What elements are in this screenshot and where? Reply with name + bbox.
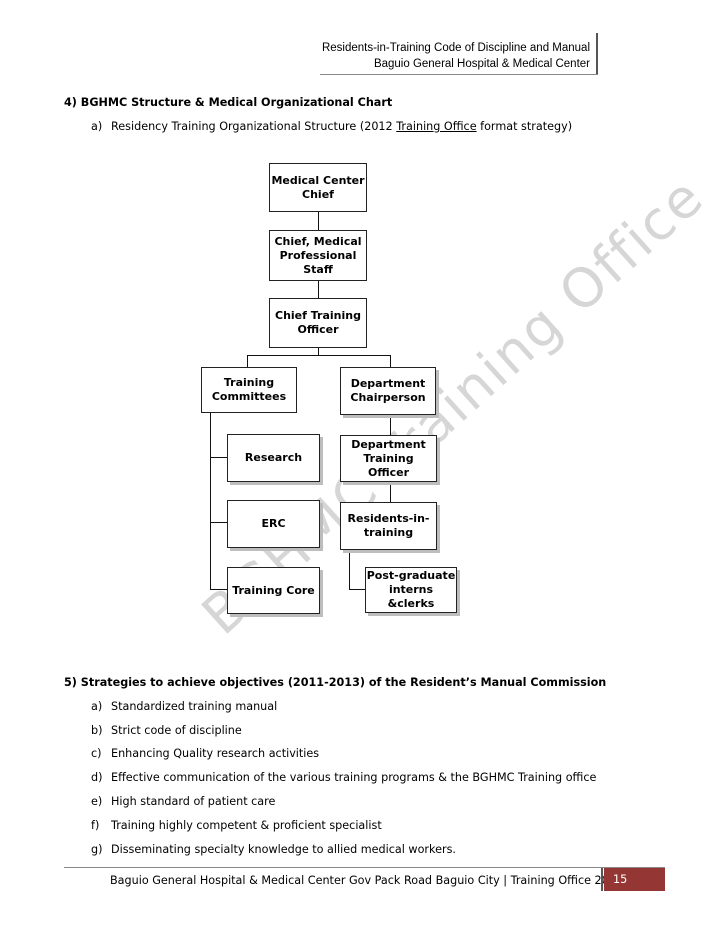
connector-line [210, 457, 227, 458]
connector-line [210, 413, 211, 590]
item-marker: d) [91, 771, 103, 784]
item-marker: c) [91, 747, 102, 760]
list-item: g) Disseminating specialty knowledge to a… [91, 843, 456, 856]
item-text: Strict code of discipline [111, 724, 242, 737]
item-marker: b) [91, 724, 103, 737]
list-item: a) Standardized training manual [91, 700, 277, 713]
box-chief-training-officer: Chief Training Officer [269, 298, 367, 348]
box-erc: ERC [227, 500, 320, 548]
item-marker: g) [91, 843, 103, 856]
list-item: f) Training highly competent & proficient… [91, 819, 382, 832]
header-title: Residents-in-Training Code of Discipline… [321, 42, 590, 54]
box-medical-center-chief: Medical Center Chief [269, 163, 367, 212]
item-text: Standardized training manual [111, 700, 278, 713]
item-text-underlined: Training Office [396, 120, 477, 133]
list-item: d) Effective communication of the various… [91, 771, 596, 784]
item-marker: a) [91, 120, 103, 133]
item-text: High standard of patient care [111, 795, 276, 808]
item-text-after: format strategy) [476, 120, 573, 133]
box-department-chairperson: Department Chairperson [340, 367, 436, 415]
box-chief-medical-professional-staff: Chief, Medical Professional Staff [269, 230, 367, 281]
item-text-before: Residency Training Organizational Struct… [111, 120, 397, 133]
list-item: c) Enhancing Quality research activities [91, 747, 319, 760]
footer-text: Baguio General Hospital & Medical Center… [110, 874, 624, 887]
page-number: 15 [604, 868, 665, 891]
box-training-committees: Training Committees [201, 367, 297, 413]
connector-line [349, 589, 365, 590]
box-research: Research [227, 434, 320, 482]
box-residents-in-training: Residents-in- training [340, 502, 437, 550]
item-text: Effective communication of the various t… [111, 771, 597, 784]
connector-line [390, 482, 391, 502]
item-marker: e) [91, 795, 103, 808]
header-vertical-rule [596, 33, 598, 75]
connector-line [318, 212, 319, 230]
item-text: Disseminating specialty knowledge to all… [111, 843, 456, 856]
connector-line [210, 589, 227, 590]
connector-line [390, 415, 391, 435]
section-4-item-a: a) Residency Training Organizational Stru… [91, 120, 572, 133]
list-item: e) High standard of patient care [91, 795, 275, 808]
item-marker: f) [91, 819, 100, 832]
box-training-core: Training Core [227, 567, 320, 614]
list-item: b) Strict code of discipline [91, 724, 242, 737]
connector-line [247, 355, 248, 367]
connector-line [390, 355, 391, 367]
item-text: Enhancing Quality research activities [111, 747, 320, 760]
running-header: Residents-in-Training Code of Discipline… [322, 40, 590, 72]
item-text: Training highly competent & proficient s… [111, 819, 382, 832]
footer-separator [601, 868, 603, 891]
footer-rule [64, 867, 665, 868]
box-department-training-officer: Department Training Officer [340, 435, 437, 482]
section-4-heading: 4) BGHMC Structure & Medical Organizatio… [64, 96, 393, 109]
box-post-graduate-interns: Post-graduate interns &clerks [365, 567, 457, 613]
item-marker: a) [91, 700, 103, 713]
connector-line [349, 550, 350, 590]
connector-line [318, 281, 319, 298]
header-institution: Baguio General Hospital & Medical Center [373, 58, 590, 70]
connector-line [247, 355, 391, 356]
connector-line [210, 522, 227, 523]
section-5-heading: 5) Strategies to achieve objectives (201… [64, 676, 607, 689]
header-underline [320, 74, 598, 75]
connector-line [318, 348, 319, 356]
